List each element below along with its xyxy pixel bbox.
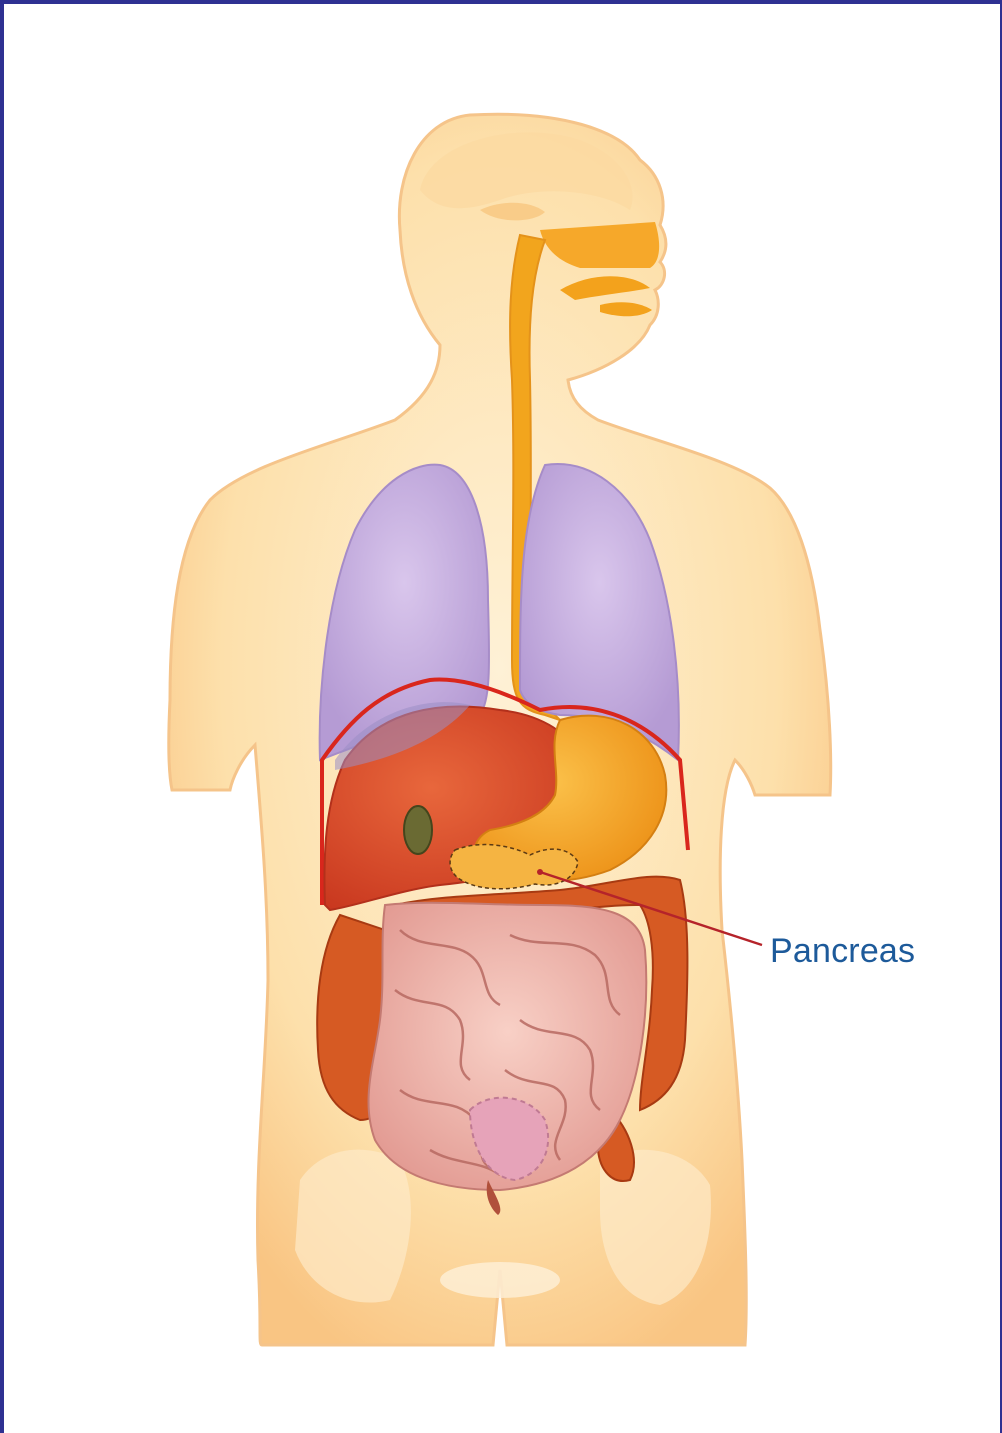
gallbladder (404, 806, 432, 854)
pancreas-label: Pancreas (770, 932, 915, 971)
pancreas-leader-dot (537, 869, 543, 875)
pancreas (450, 845, 578, 889)
